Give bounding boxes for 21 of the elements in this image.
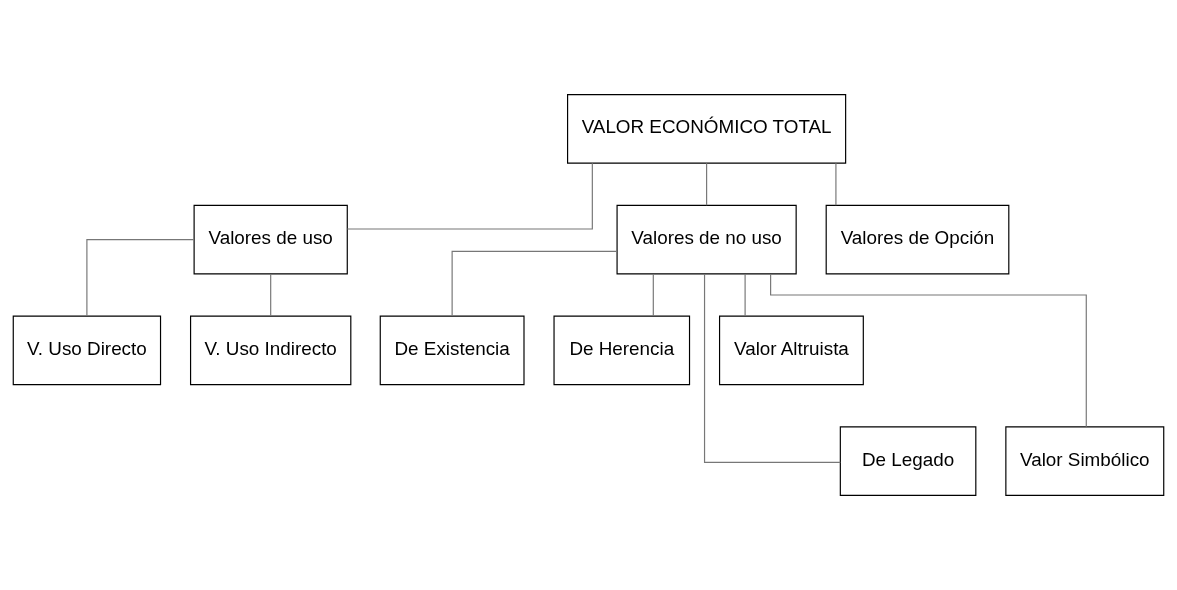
node-box: V. Uso Directo bbox=[12, 315, 162, 386]
connector bbox=[835, 162, 837, 206]
node-box: Valores de uso bbox=[193, 204, 348, 275]
connector bbox=[346, 162, 593, 230]
node-box: De Herencia bbox=[553, 315, 691, 386]
node-box: Valor Altruista bbox=[719, 315, 864, 386]
node-box: V. Uso Indirecto bbox=[190, 315, 352, 386]
node-box: De Existencia bbox=[379, 315, 525, 386]
connector bbox=[451, 250, 618, 317]
connector bbox=[652, 273, 654, 317]
connector bbox=[744, 273, 746, 317]
node-box: De Legado bbox=[839, 426, 977, 496]
node-box: Valores de Opción bbox=[825, 204, 1010, 275]
connector bbox=[706, 162, 708, 206]
connector bbox=[703, 273, 841, 463]
node-box: Valor Simbólico bbox=[1005, 426, 1165, 496]
connector bbox=[86, 239, 195, 317]
connector bbox=[270, 273, 272, 317]
node-box: VALOR ECONÓMICO TOTAL bbox=[567, 94, 847, 164]
node-box: Valores de no uso bbox=[616, 204, 797, 275]
connector bbox=[770, 273, 1087, 428]
